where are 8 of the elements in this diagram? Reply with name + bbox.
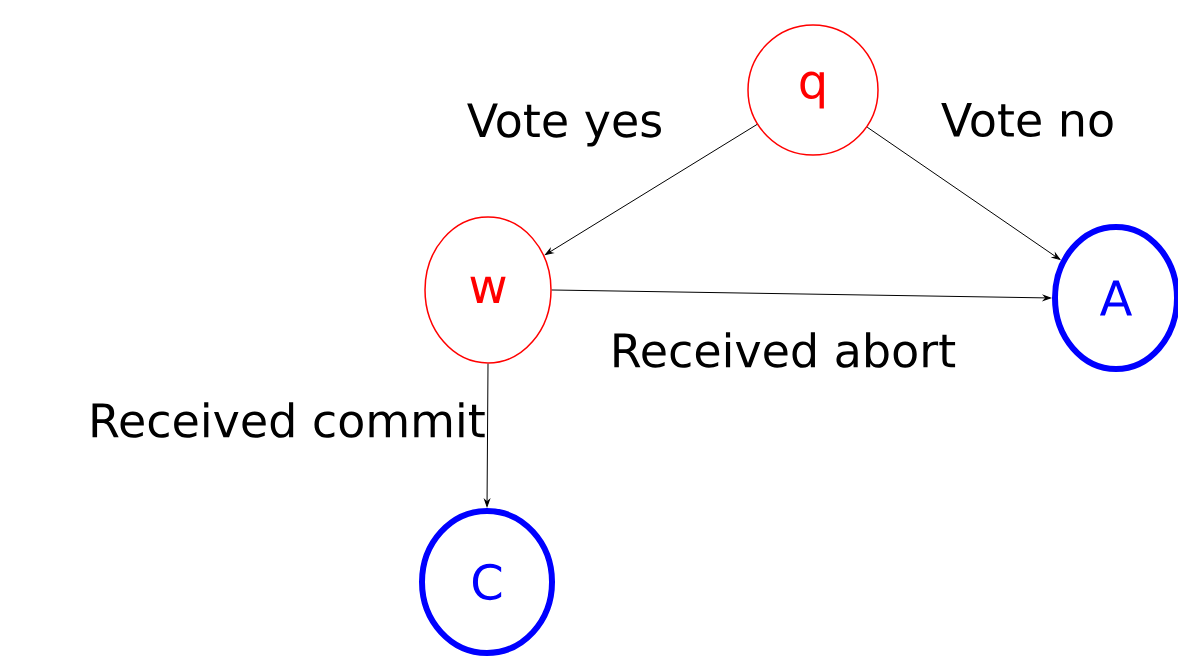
arrow (866, 126, 1061, 260)
edge-label: Vote no (941, 102, 1113, 138)
edge-label: Received abort (614, 332, 956, 368)
edge-label: Received commit (92, 402, 485, 438)
arrow (551, 289, 1051, 301)
arrow (545, 123, 758, 256)
arrow (484, 363, 490, 507)
edge-label: Vote yes (467, 103, 661, 147)
